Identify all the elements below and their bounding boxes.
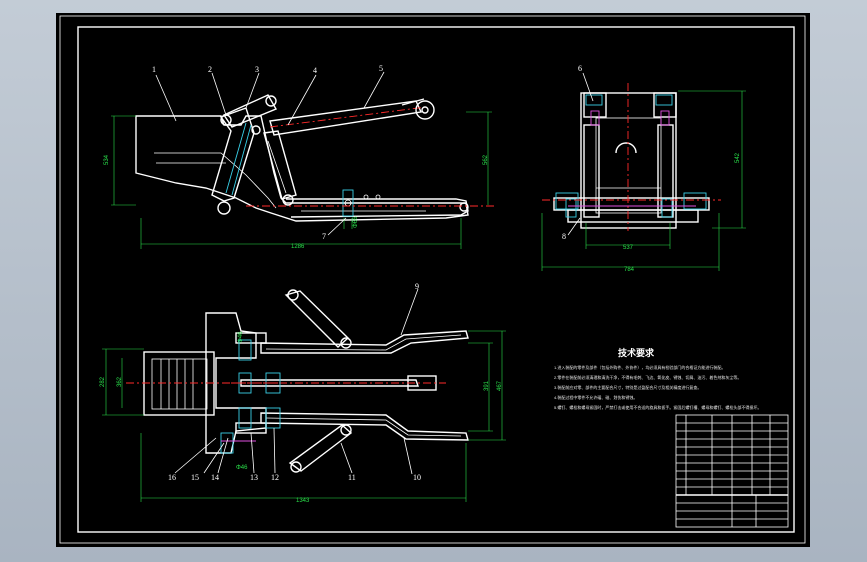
- callout-3: 3: [255, 65, 259, 74]
- dim-top-left-inner: 362: [117, 376, 123, 387]
- dim-side-inner: 537: [623, 245, 634, 251]
- callout-15: 15: [191, 473, 199, 482]
- side-view: 537 784 542 6 8: [541, 64, 746, 273]
- outer-frame: [59, 15, 806, 544]
- title-block: [675, 414, 789, 528]
- callout-1: 1: [152, 65, 156, 74]
- callout-5: 5: [379, 64, 383, 73]
- tech-req-line-2: 2.零件在装配前必须清理和清洗干净，不得有毛刺、飞边、氧化皮、锈蚀、切屑、油污、…: [554, 374, 741, 380]
- dim-top-small-left: Φ46: [238, 331, 244, 343]
- tech-requirements-heading: 技术要求: [618, 347, 655, 359]
- callout-10: 10: [413, 473, 421, 482]
- dim-top-small-mid: Φ46: [236, 465, 248, 471]
- dim-top-right-inner: 391: [484, 380, 490, 391]
- callout-16: 16: [168, 473, 176, 482]
- dim-top-width: 1343: [296, 498, 310, 504]
- cad-drawing-viewport[interactable]: 1286 534 562 Φ66 1 2 3 4 5 7: [56, 13, 810, 547]
- callout-6: 6: [578, 64, 582, 73]
- cad-drawing-canvas: 1286 534 562 Φ66 1 2 3 4 5 7: [59, 15, 806, 544]
- callout-13: 13: [250, 473, 258, 482]
- top-view: 1343 282 362 391 467 Φ46 Φ46 9 10 11 12 …: [100, 282, 506, 504]
- callout-11: 11: [348, 473, 356, 482]
- dim-top-left-outer: 282: [100, 376, 106, 387]
- dim-side-outer: 784: [624, 267, 635, 273]
- dim-front-width: 1286: [291, 244, 305, 250]
- dim-front-height-left: 534: [104, 154, 110, 165]
- callout-12: 12: [271, 473, 279, 482]
- inner-frame: [77, 26, 795, 533]
- tech-req-line-5: 5.螺钉、螺栓和螺母紧固时，严禁打击或使用不合适的旋具和扳手。紧固后螺钉槽、螺母…: [554, 404, 761, 410]
- callout-14: 14: [211, 473, 219, 482]
- dim-front-height-right: 562: [483, 154, 489, 165]
- front-view: 1286 534 562 Φ66 1 2 3 4 5 7: [104, 64, 496, 250]
- tech-req-line-3: 3.装配前应对零、部件的主要配合尺寸，特别是过盈配合尺寸及相关精度进行复查。: [554, 384, 701, 390]
- tech-requirements: 技术要求 1.进入装配的零件及部件（包括外购件、外协件），均必须具有检验部门的合…: [554, 347, 761, 410]
- tech-req-line-4: 4.装配过程中零件不允许磕、碰、划伤和锈蚀。: [554, 394, 637, 400]
- tech-req-line-1: 1.进入装配的零件及部件（包括外购件、外协件），均必须具有检验部门的合格证方能进…: [554, 364, 725, 370]
- callout-2: 2: [208, 65, 212, 74]
- callout-8: 8: [562, 232, 566, 241]
- callout-7: 7: [322, 232, 326, 241]
- dim-top-right-outer: 467: [497, 380, 503, 391]
- callout-9: 9: [415, 282, 419, 291]
- dim-front-small: Φ66: [353, 216, 359, 228]
- callout-4: 4: [313, 66, 317, 75]
- dim-side-height: 542: [735, 152, 741, 163]
